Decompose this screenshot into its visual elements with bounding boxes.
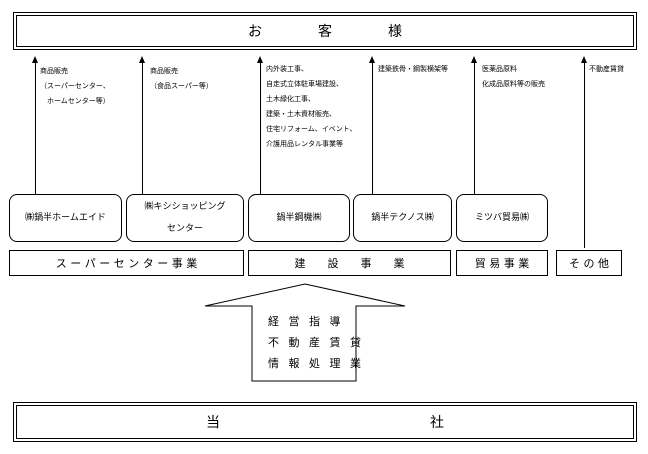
- customers-box: お 客 様: [13, 12, 637, 50]
- company-label: 当 社: [206, 415, 444, 431]
- company-kishi: ㈱キシショッピング センター: [126, 194, 244, 242]
- arrow-c2: [142, 62, 143, 194]
- arrow-head-c2: [139, 56, 145, 63]
- segment-trade: 貿 易 事 業: [456, 250, 548, 276]
- segment-other-label: そ の 他: [569, 257, 609, 270]
- arrow-c5: [474, 62, 475, 194]
- company-homeaid: ㈱鍋半ホームエイド: [9, 194, 122, 242]
- company-kouki: 鍋半鋼機㈱: [248, 194, 350, 242]
- company-box: 当 社: [13, 402, 637, 442]
- company-kishi-label-line1: ㈱キシショッピング: [144, 202, 226, 212]
- company-kouki-label: 鍋半鋼機㈱: [276, 213, 322, 223]
- note-kishi: 商品販売 （食品スーパー等）: [150, 67, 213, 90]
- arrow-head-c3: [257, 56, 263, 63]
- hq-function-it: 情 報 処 理 業: [268, 357, 364, 370]
- company-technos: 鍋半テクノス㈱: [353, 194, 452, 242]
- segment-construction-label: 建 設 事 業: [294, 257, 405, 270]
- arrow-c4: [372, 62, 373, 194]
- company-technos-label: 鍋半テクノス㈱: [371, 213, 434, 223]
- arrow-head-c4: [369, 56, 375, 63]
- note-other: 不動産賃貸: [589, 65, 624, 73]
- company-kishi-label-line2: センター: [166, 224, 203, 234]
- company-mitsuba: ミツバ貿易㈱: [456, 194, 548, 242]
- arrow-c3: [260, 62, 261, 194]
- arrow-head-other: [581, 56, 587, 63]
- segment-supercenter-label: ス ー パ ー セ ン タ ー 事 業: [55, 257, 198, 270]
- company-mitsuba-label: ミツバ貿易㈱: [474, 213, 529, 223]
- segment-supercenter: ス ー パ ー セ ン タ ー 事 業: [9, 250, 244, 276]
- note-homeaid: 商品販売 （スーパーセンター、 ホームセンター等）: [40, 67, 110, 105]
- arrow-head-c5: [471, 56, 477, 63]
- arrow-c1: [35, 62, 36, 194]
- company-homeaid-label: ㈱鍋半ホームエイド: [25, 213, 106, 223]
- hq-function-real-estate: 不 動 産 賃 貸: [268, 336, 364, 349]
- headquarters-arrow-shape: [204, 283, 406, 382]
- segment-other: そ の 他: [556, 250, 622, 276]
- note-technos: 建築鉄骨・鋼製横架等: [378, 65, 448, 73]
- note-kouki: 内外装工事、 自走式立体駐車場建設、 土木緑化工事、 建築・土木資材販売、 住宅…: [266, 65, 357, 148]
- hq-function-management: 経 営 指 導: [268, 315, 344, 328]
- segment-construction: 建 設 事 業: [248, 250, 451, 276]
- segment-trade-label: 貿 易 事 業: [474, 257, 530, 270]
- note-mitsuba: 医薬品原料 化成品原料等の販売: [482, 65, 545, 88]
- arrow-other: [584, 62, 585, 248]
- arrow-head-c1: [32, 56, 38, 63]
